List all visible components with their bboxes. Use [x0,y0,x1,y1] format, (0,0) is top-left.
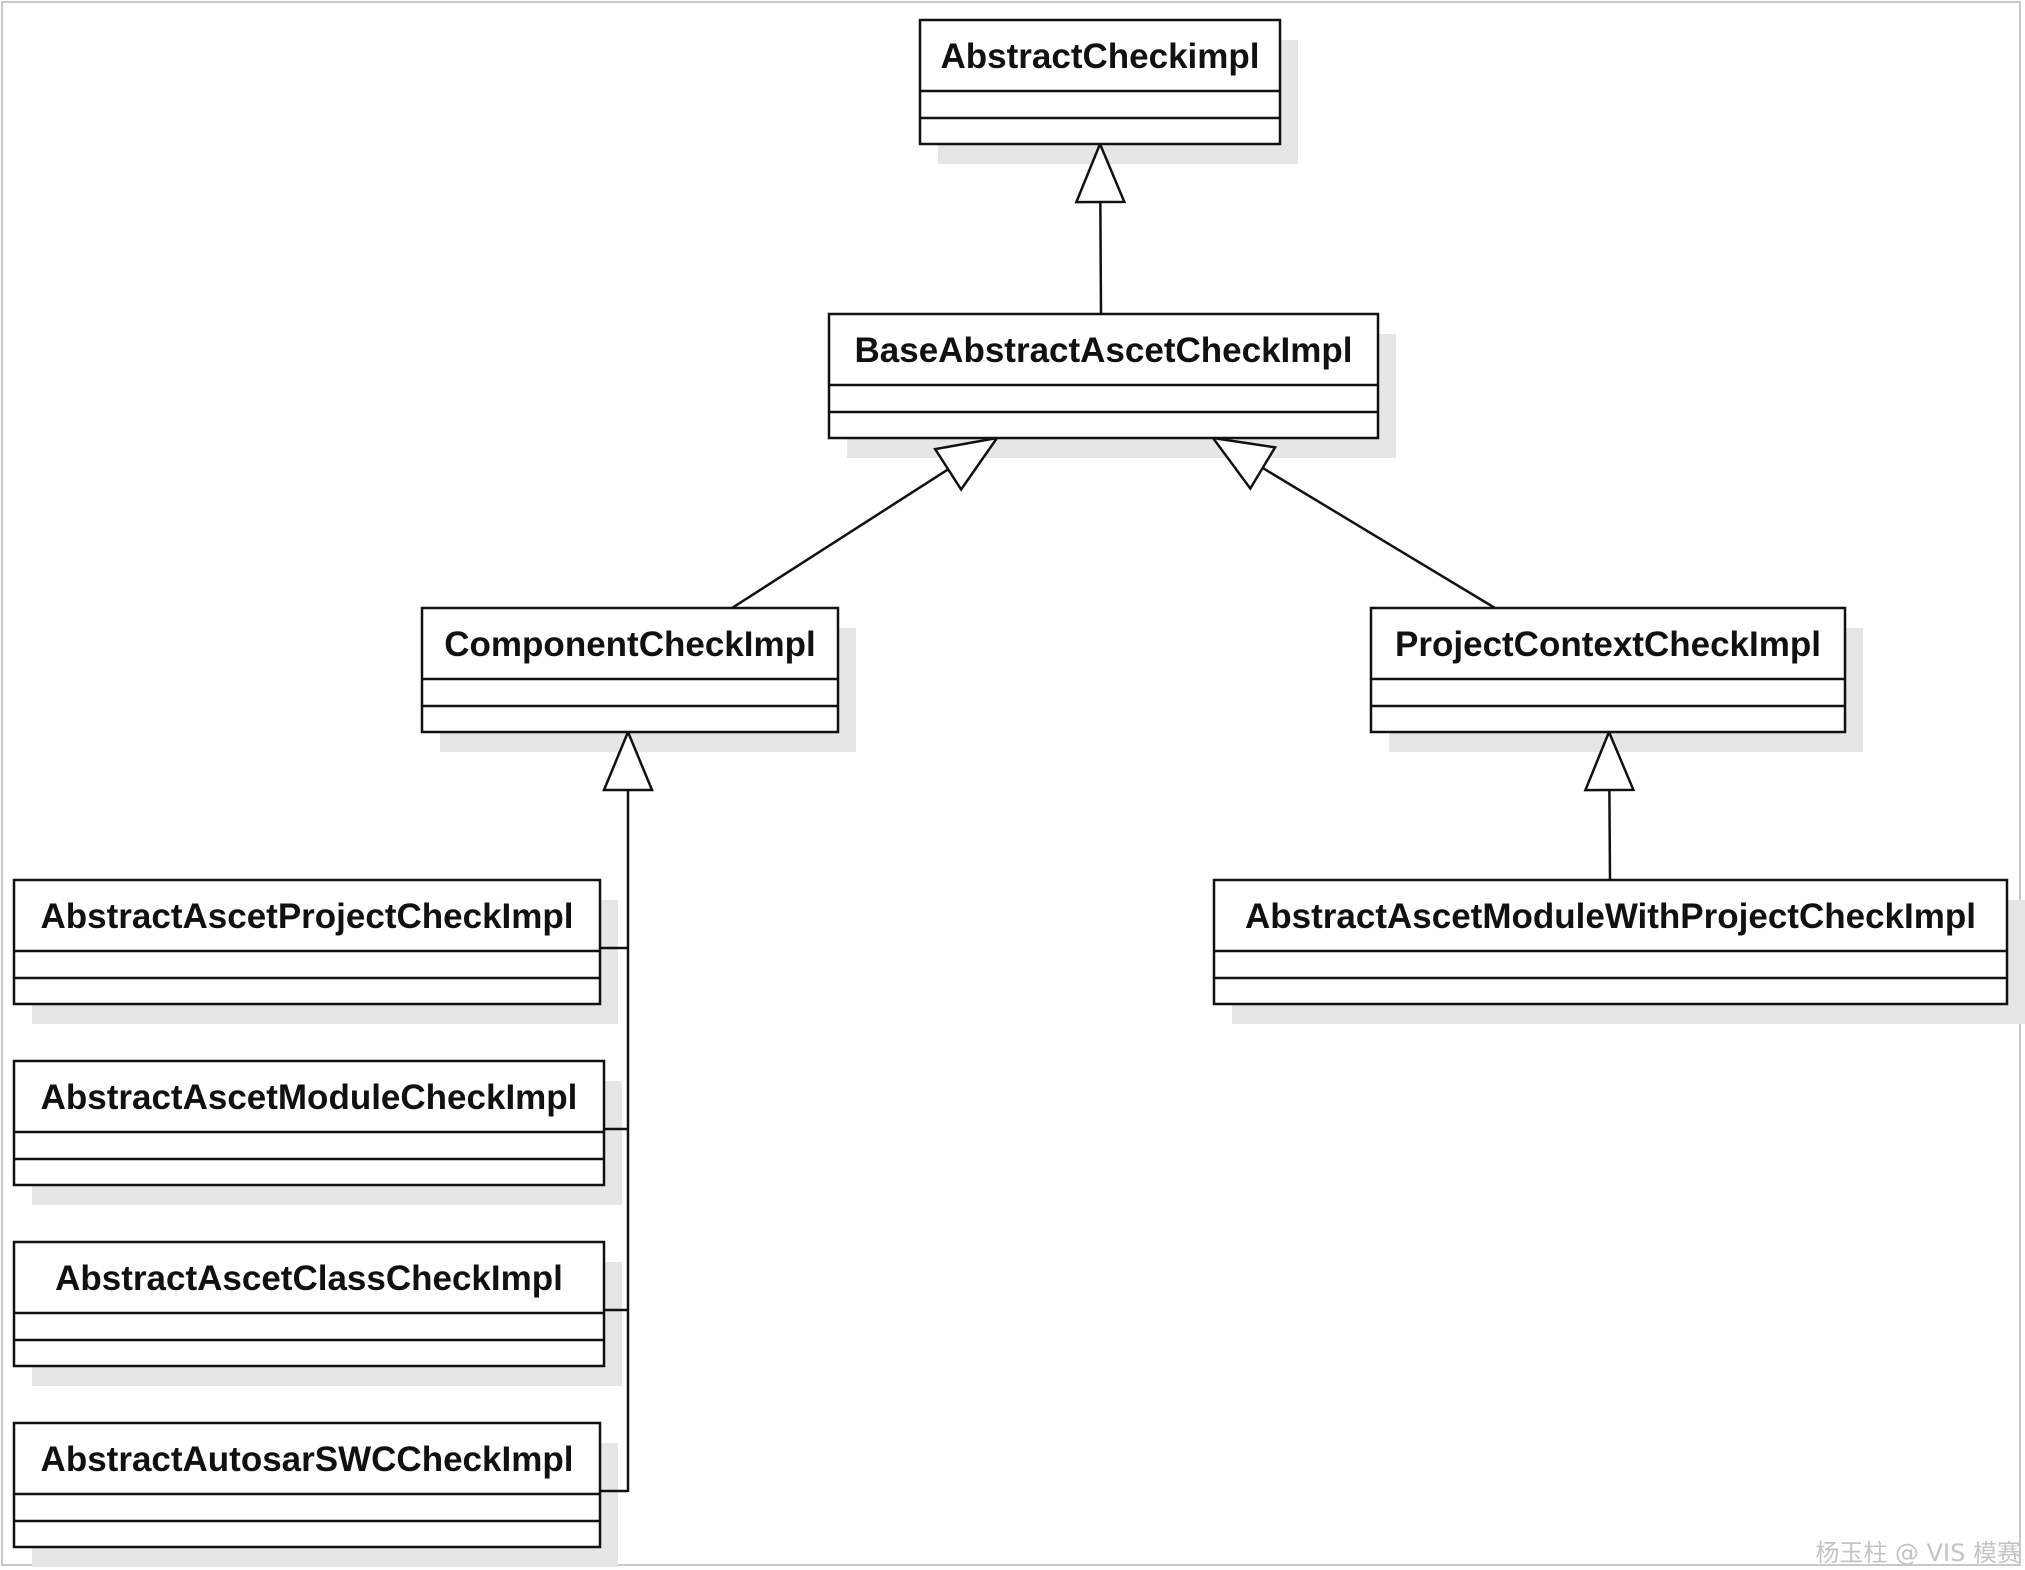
class-box-abstract-ascet-module-check-impl[interactable]: AbstractAscetModuleCheckImpl [12,1059,606,1187]
class-border [12,1240,606,1368]
generalization-base-abstract-ascet-check-impl-line [1099,201,1103,315]
class-box-abstract-check-impl[interactable]: AbstractCheckimpl [918,18,1282,146]
class-box-abstract-autosar-swc-check-impl[interactable]: AbstractAutosarSWCCheckImpl [12,1421,602,1549]
class-name: AbstractAscetModuleCheckImpl [41,1078,578,1117]
class-name: AbstractAscetProjectCheckImpl [41,897,574,936]
class-name: ProjectContextCheckImpl [1395,625,1821,664]
generalization-component-check-impl-line [731,468,949,610]
class-name: ComponentCheckImpl [444,625,815,664]
class-border [1369,606,1847,734]
class-border [1212,878,2009,1006]
generalization-project-context-check-impl-arrowhead [1210,436,1278,491]
class-box-abstract-ascet-project-check-impl[interactable]: AbstractAscetProjectCheckImpl [12,878,602,1006]
class-name: AbstractAscetClassCheckImpl [55,1259,563,1298]
class-name: AbstractAscetModuleWithProjectCheckImpl [1245,897,1976,936]
class-border [918,18,1282,146]
class-border [12,1421,602,1549]
class-border [12,878,602,1006]
class-name: AbstractAutosarSWCCheckImpl [41,1440,574,1479]
generalization-project-context-check-impl-line [1262,466,1496,610]
class-name: AbstractCheckimpl [941,37,1260,76]
generalization-abstract-ascet-module-with-project-check-impl-line [1608,789,1612,881]
class-border [12,1059,606,1187]
generalization-base-abstract-ascet-check-impl-arrowhead [1074,140,1127,204]
class-box-abstract-ascet-class-check-impl[interactable]: AbstractAscetClassCheckImpl [12,1240,606,1368]
class-box-abstract-ascet-module-with-project-check-impl[interactable]: AbstractAscetModuleWithProjectCheckImpl [1212,878,2009,1006]
class-box-base-abstract-ascet-check-impl[interactable]: BaseAbstractAscetCheckImpl [827,312,1380,440]
class-border [827,312,1380,440]
class-box-component-check-impl[interactable]: ComponentCheckImpl [420,606,840,734]
class-border [420,606,840,734]
watermark: 杨玉柱 @ VIS 模赛 [1815,1539,2021,1567]
class-name: BaseAbstractAscetCheckImpl [855,331,1353,370]
class-box-project-context-check-impl[interactable]: ProjectContextCheckImpl [1369,606,1847,734]
